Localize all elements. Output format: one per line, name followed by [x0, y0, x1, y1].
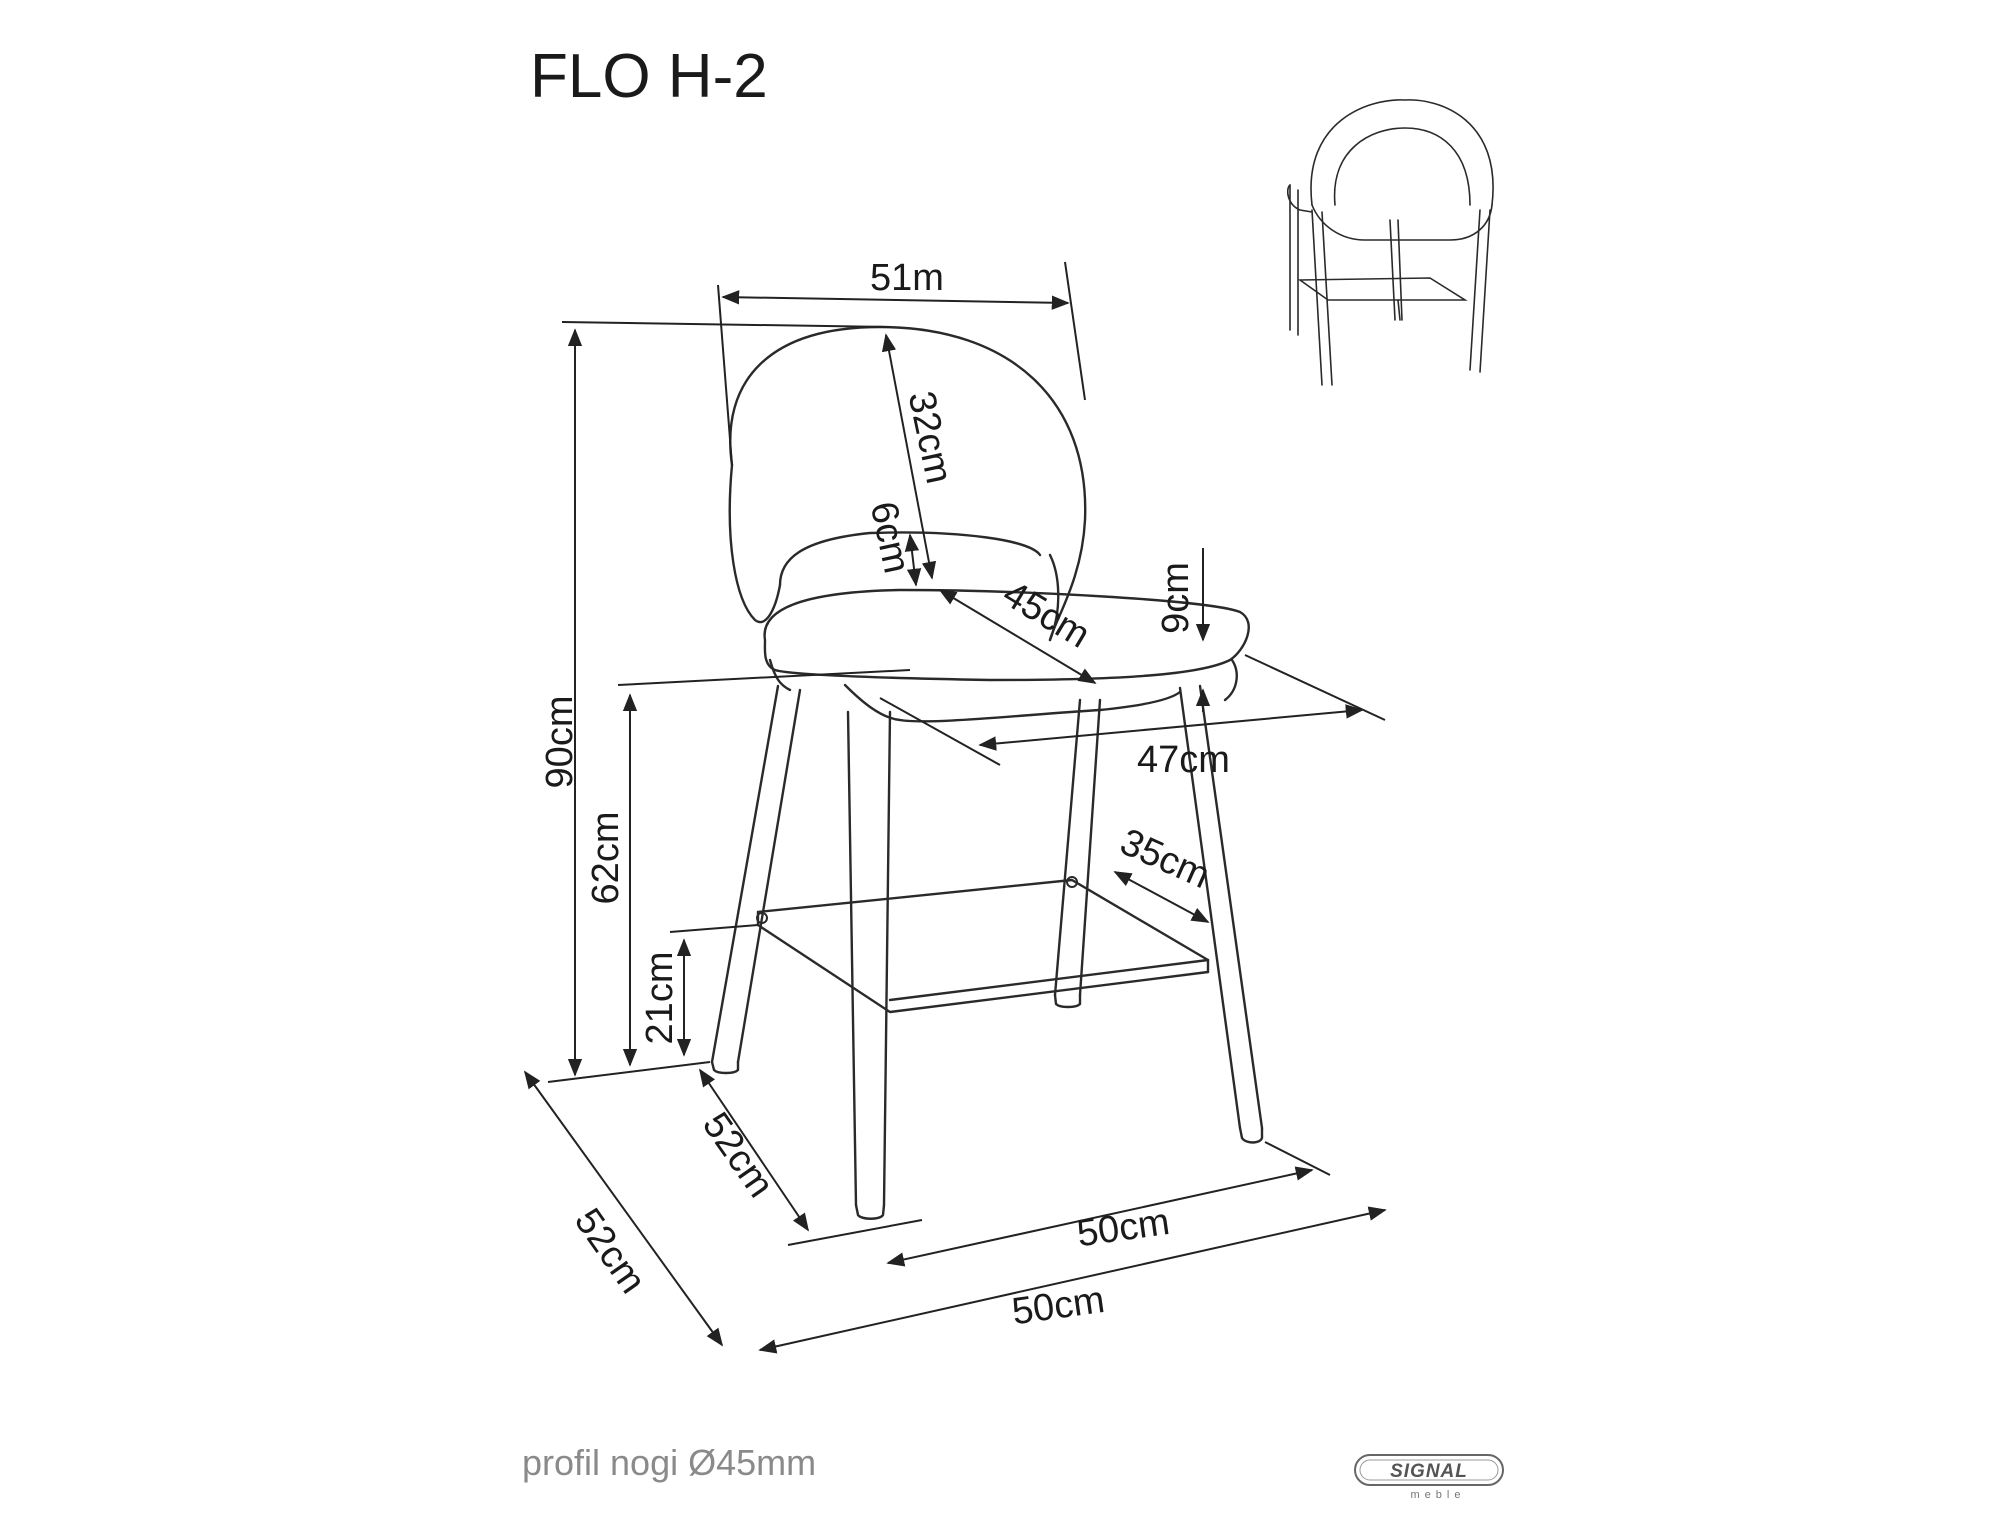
label-gap-height: 6cm	[862, 498, 918, 577]
front-center-leg	[846, 710, 892, 1207]
product-title: FLO H-2	[530, 42, 768, 111]
leg-profile-note: profil nogi Ø45mm	[522, 1442, 816, 1483]
signal-logo: SIGNAL meble	[1354, 1454, 1504, 1501]
label-base-width: 50cm	[1009, 1279, 1107, 1334]
rear-leg	[1053, 698, 1102, 997]
brand-sub: meble	[1411, 1489, 1466, 1501]
label-base-depth: 52cm	[566, 1201, 654, 1301]
brand-name: SIGNAL	[1390, 1461, 1468, 1482]
label-seat-width: 47cm	[1137, 739, 1230, 781]
label-total-height: 90cm	[539, 696, 581, 789]
front-right-leg	[1178, 684, 1264, 1130]
label-leg-width: 50cm	[1074, 1201, 1172, 1256]
label-seat-height: 62cm	[585, 812, 627, 905]
rear-view-thumbnail	[1286, 99, 1494, 386]
chair-drawing	[710, 325, 1264, 1220]
label-leg-depth: 52cm	[694, 1105, 782, 1205]
label-backrest-height: 32cm	[900, 388, 960, 488]
footrest	[756, 878, 1210, 1002]
label-seat-thickness: 9cm	[1155, 562, 1197, 634]
backrest-outline	[729, 325, 1087, 642]
label-back-width: 51m	[870, 257, 944, 299]
front-left-leg	[710, 684, 802, 1064]
dimension-lines	[523, 261, 1387, 1354]
label-seat-depth: 45cm	[996, 573, 1097, 657]
label-footrest-height: 21cm	[639, 952, 681, 1045]
seat-cushion	[763, 588, 1250, 682]
